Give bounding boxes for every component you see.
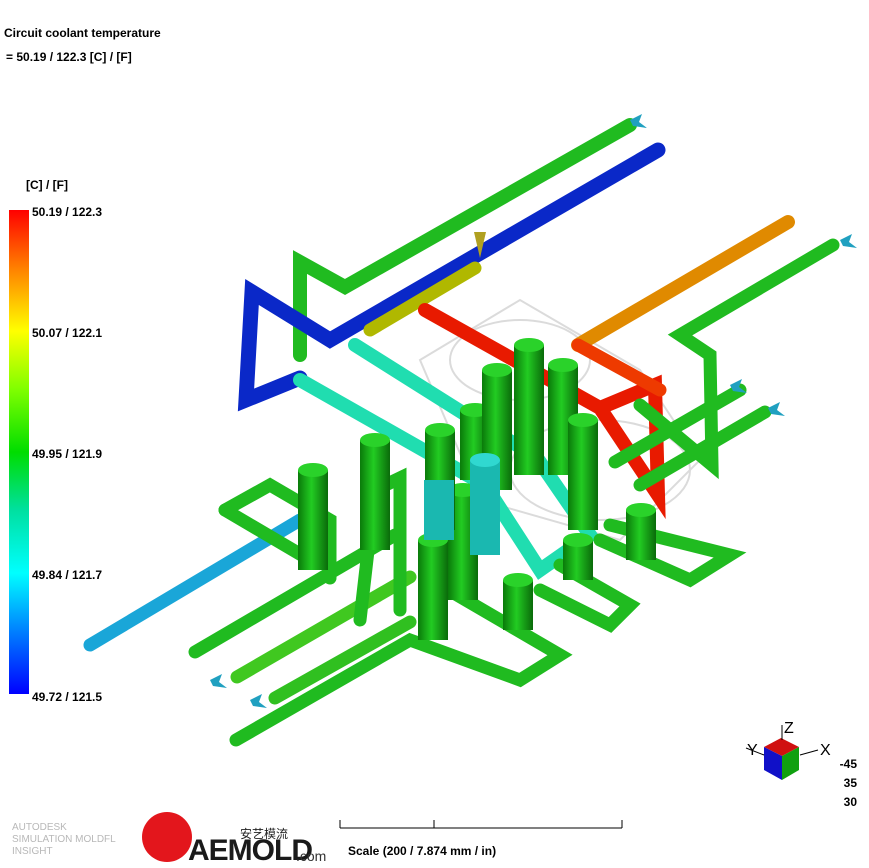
legend-tick-4: 49.84 / 121.7 [32,568,103,582]
brand-line-3: INSIGHT [12,846,53,857]
legend-units: [C] / [F] [26,178,68,192]
view-angle-3: 30 [843,795,857,809]
legend-tick-min: 49.72 / 121.5 [32,690,103,704]
aemold-logo-chinese: 安艺模流 [240,827,289,841]
view-angle-1: -45 [839,757,857,771]
color-legend-bar [9,210,29,694]
autodesk-brand: AUTODESK SIMULATION MOLDFL INSIGHT [12,822,116,858]
triad-x-label: X [820,742,831,759]
legend-tick-2: 50.07 / 122.1 [32,326,103,340]
brand-line-2: SIMULATION MOLDFL [12,834,116,845]
brand-line-1: AUTODESK [12,822,67,833]
triad-y-label: Y [747,742,758,759]
aemold-logo-icon [142,812,192,862]
cooling-channels [83,118,840,747]
result-title: Circuit coolant temperature [4,26,161,40]
sprue-marker [474,232,486,258]
result-value: = 50.19 / 122.3 [C] / [F] [6,50,132,64]
aemold-logo-text: AEMOLD [188,834,313,867]
triad-z-label: Z [784,720,794,737]
view-angle-2: 35 [843,776,857,790]
inlet-markers [210,114,857,708]
scale-label: Scale (200 / 7.874 mm / in) [348,844,497,858]
axis-triad [745,725,819,780]
aemold-logo-suffix: .com [296,848,327,864]
baffle-cylinders [298,338,656,640]
legend-tick-max: 50.19 / 122.3 [32,205,103,219]
legend-tick-3: 49.95 / 121.9 [32,447,103,461]
scale-bar [339,820,623,829]
